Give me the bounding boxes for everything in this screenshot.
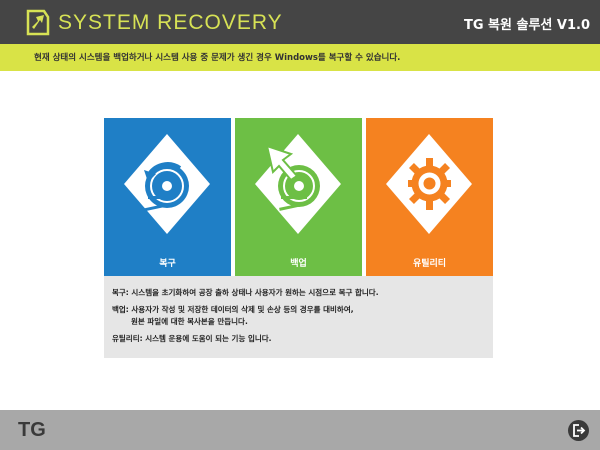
backup-description: 백업: 사용자가 작성 및 저장한 데이터의 삭제 및 손상 등의 경우를 대비… [112, 305, 354, 314]
utility-description: 유틸리티: 시스템 운용에 도움이 되는 기능 입니다. [112, 334, 272, 343]
disk-backup-icon [255, 134, 341, 234]
footer-logo: TG [18, 419, 46, 441]
product-name: TG 복원 솔루션 V1.0 [463, 18, 590, 33]
restore-description: 복구: 시스템을 초기화하여 공장 출하 상태나 사용자가 원하는 시점으로 복… [112, 288, 379, 297]
disk-restore-icon [124, 134, 210, 234]
backup-tile[interactable]: 백업 [235, 118, 362, 276]
footer-bar: TG [0, 410, 600, 450]
restore-tile-label: 복구 [159, 259, 176, 269]
description-panel: 복구: 시스템을 초기화하여 공장 출하 상태나 사용자가 원하는 시점으로 복… [104, 276, 493, 358]
exit-icon [573, 424, 586, 437]
header-bar: SYSTEM RECOVERY TG 복원 솔루션 V1.0 [0, 0, 600, 44]
app-logo-icon [26, 9, 50, 36]
utility-tile[interactable]: 유틸리티 [366, 118, 493, 276]
backup-description-continued: 원본 파일에 대한 복사본을 만듭니다. [131, 317, 248, 326]
exit-button[interactable] [568, 420, 589, 441]
backup-tile-label: 백업 [290, 259, 307, 269]
gear-icon [386, 134, 472, 234]
restore-tile[interactable]: 복구 [104, 118, 231, 276]
info-banner: 현재 상태의 시스템을 백업하거나 시스템 사용 중 문제가 생긴 경우 Win… [0, 44, 600, 71]
banner-text: 현재 상태의 시스템을 백업하거나 시스템 사용 중 문제가 생긴 경우 Win… [34, 53, 401, 63]
utility-tile-label: 유틸리티 [412, 259, 447, 269]
app-title: SYSTEM RECOVERY [58, 11, 283, 34]
